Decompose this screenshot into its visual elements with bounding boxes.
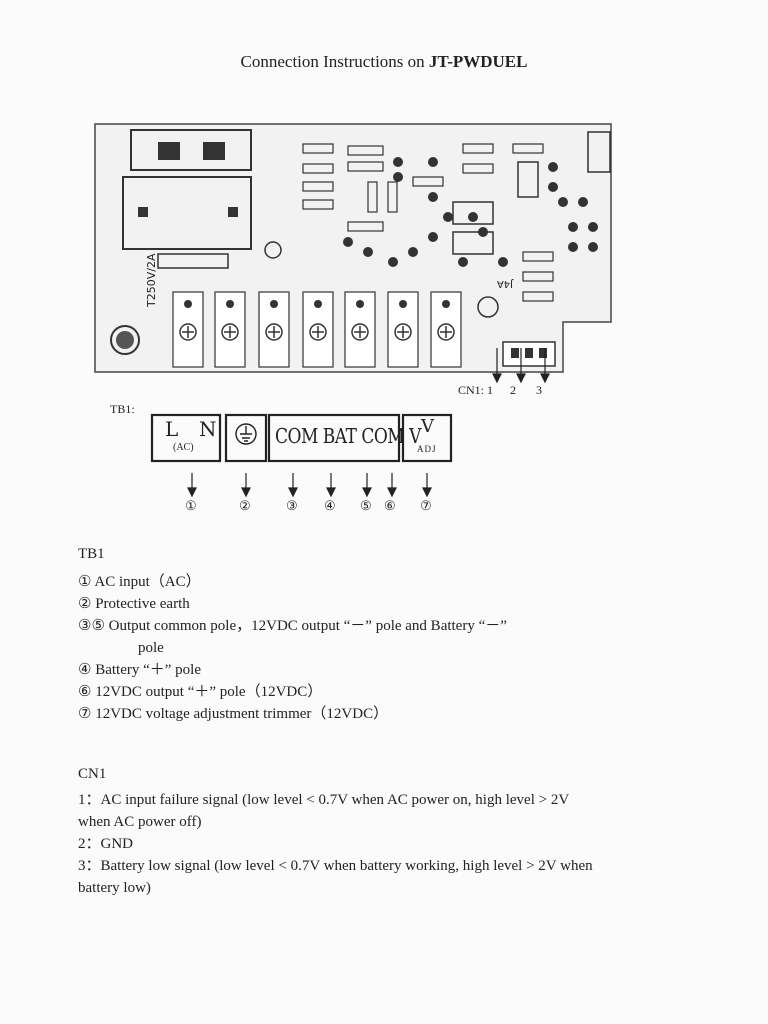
- title-model: JT-PWDUEL: [428, 52, 528, 71]
- cn1-heading: CN1: [78, 766, 107, 782]
- marker-6: ⑥: [384, 498, 396, 513]
- cn1-caption: CN1: 1 2 3: [458, 383, 542, 398]
- jumper-label: J4A: [497, 278, 514, 289]
- cn1-pin3-label: 3: [536, 383, 543, 397]
- pcb-illustration: T250V/2A: [93, 122, 613, 384]
- tb-box3-text: COM BAT COM V: [275, 425, 421, 449]
- screw-terminal-6: [387, 291, 419, 368]
- screw-terminal-7: [430, 291, 462, 368]
- tb1-item-7: ⑦ 12VDC voltage adjustment trimmer（12VDC…: [78, 706, 389, 722]
- marker-1: ①: [185, 498, 197, 513]
- cn1-line-2: when AC power off): [78, 814, 202, 830]
- screw-terminal-2: [214, 291, 246, 368]
- tb1-description: TB1 ① AC input（AC） ② Protective earth ③⑤…: [78, 543, 507, 725]
- marker-4: ④: [324, 498, 336, 513]
- tb1-item-4: ④ Battery “＋” pole: [78, 662, 201, 678]
- tb-box4-top: V: [421, 416, 434, 437]
- tb1-item-6: ⑥ 12VDC output “＋” pole（12VDC）: [78, 684, 323, 700]
- cn1-pin2-label: 2: [510, 383, 517, 397]
- cn1-pin-arrows: [492, 348, 550, 384]
- fuse-label: T250V/2A: [145, 253, 158, 308]
- tb1-item-2: ② Protective earth: [78, 596, 190, 612]
- cn1-description: CN1 1：AC input failure signal (low level…: [78, 763, 593, 899]
- marker-2: ②: [239, 498, 251, 513]
- screw-terminal-1: [172, 291, 204, 368]
- tb-box1-right: N: [199, 417, 217, 441]
- cn1-line-5: battery low): [78, 880, 151, 896]
- tb1-item-3: ③⑤ Output common pole，12VDC output “－” p…: [78, 618, 507, 634]
- terminal-block-diagram: [150, 413, 453, 498]
- tb1-item-3-cont: pole: [138, 640, 164, 656]
- tb-box1-left: L: [165, 417, 179, 441]
- marker-3: ③: [286, 498, 298, 513]
- screw-terminal-3: [258, 291, 290, 368]
- cn1-line-4: 3：Battery low signal (low level < 0.7V w…: [78, 858, 593, 874]
- title-prefix: Connection Instructions on: [240, 52, 425, 71]
- tb-box4-sub: ADJ: [417, 444, 437, 454]
- cn1-pin1-label: CN1: 1: [458, 383, 494, 397]
- marker-5: ⑤: [360, 498, 372, 513]
- screw-terminal-5: [344, 291, 376, 368]
- marker-7: ⑦: [420, 498, 432, 513]
- cn1-line-1: 1：AC input failure signal (low level < 0…: [78, 792, 570, 808]
- cn1-line-3: 2：GND: [78, 836, 133, 852]
- tb1-heading: TB1: [78, 546, 105, 562]
- document-title: Connection Instructions on JT-PWDUEL: [0, 52, 768, 72]
- earth-icon: [235, 423, 257, 445]
- tb-box1-sub: (AC): [173, 442, 194, 453]
- tb1-item-1: ① AC input（AC）: [78, 574, 201, 590]
- tb1-label: TB1:: [110, 402, 135, 416]
- screw-terminal-4: [302, 291, 334, 368]
